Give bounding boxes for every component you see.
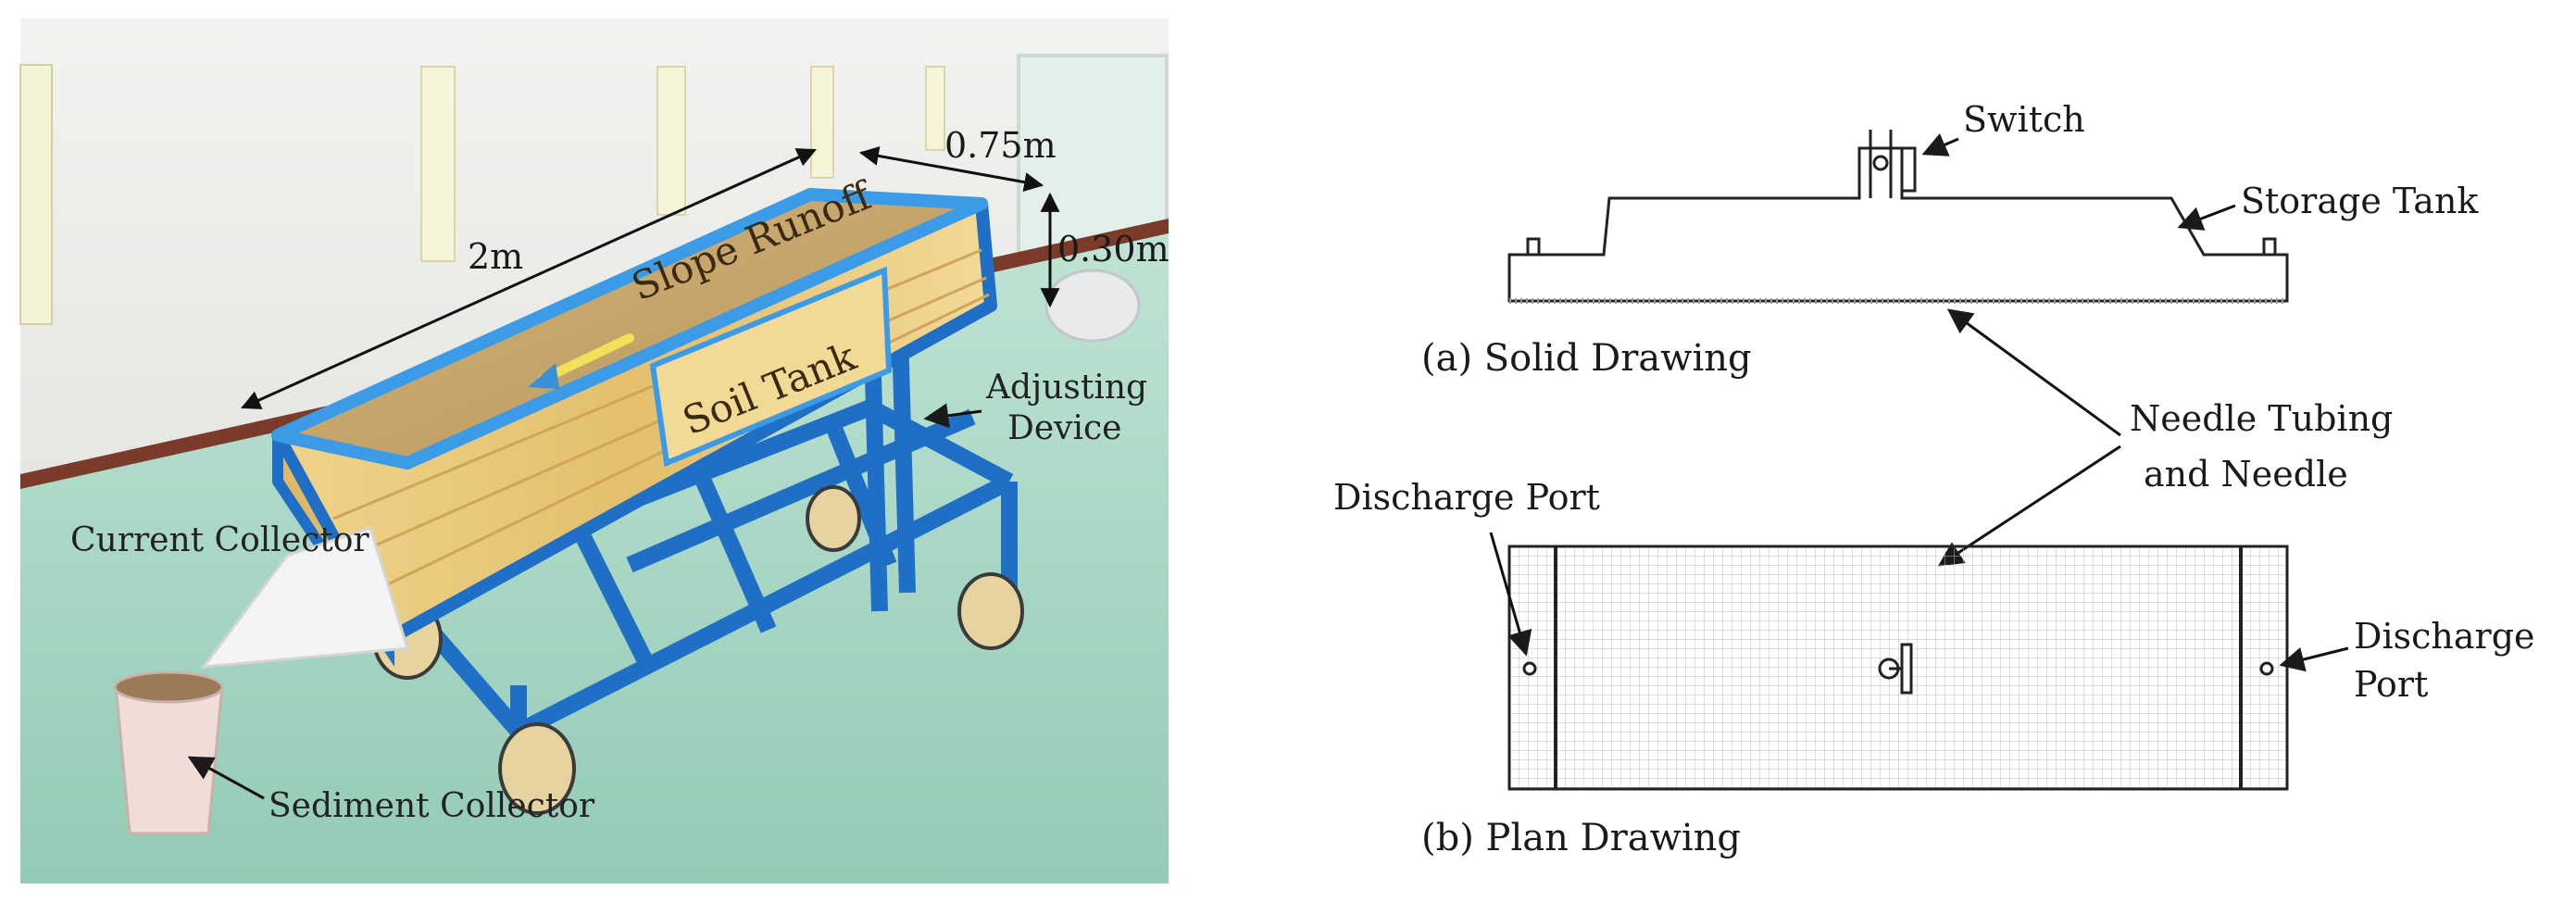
chair — [1044, 269, 1141, 343]
discharge-port-right-label-line1: Discharge — [2354, 616, 2535, 657]
dim-width-label: 0.75m — [944, 125, 1057, 166]
wall-poster — [925, 66, 945, 151]
adjusting-device-label-line1: Adjusting — [985, 369, 1147, 407]
plan-drawing — [1507, 545, 2289, 791]
adjusting-device-arrow — [923, 403, 982, 429]
wall-poster — [19, 64, 53, 325]
sediment-collector-arrow — [187, 756, 265, 800]
plan-drawing-caption: (b) Plan Drawing — [1421, 817, 1741, 859]
discharge-left-arrow — [1489, 532, 1532, 657]
sediment-collector-label: Sediment Collector — [269, 787, 595, 825]
discharge-right-arrow — [2279, 646, 2349, 672]
needle-tubing-label-line1: Needle Tubing — [2130, 398, 2393, 439]
switch-label: Switch — [1963, 99, 2085, 140]
wall-poster — [657, 66, 686, 216]
photo-panel: 2m 0.75m 0.30m Slope Runoff Soil Tank Ad… — [19, 19, 1169, 883]
discharge-port-right-icon — [2259, 661, 2274, 676]
switch-arrow — [1921, 132, 1959, 157]
discharge-port-right-label-line2: Port — [2354, 664, 2428, 705]
storage-tank-arrow — [2177, 204, 2236, 231]
needle-arrow-up — [1946, 308, 2121, 437]
storage-tank-label: Storage Tank — [2241, 181, 2479, 221]
solid-drawing-caption: (a) Solid Drawing — [1421, 337, 1752, 380]
dimension-lines — [241, 146, 1060, 409]
sediment-bucket — [113, 670, 224, 835]
dim-height-label: 0.30m — [1057, 229, 1169, 269]
solid-drawing — [1507, 130, 2289, 304]
dim-length-label: 2m — [468, 236, 523, 277]
current-collector-label: Current Collector — [70, 521, 369, 559]
needle-tubing-label-line2: and Needle — [2144, 454, 2348, 495]
steel-frame — [392, 268, 1018, 740]
current-collector-funnel — [200, 526, 409, 669]
wall-poster — [420, 66, 456, 262]
discharge-port-left-icon — [1522, 661, 1537, 676]
drawing-panel: Switch Storage Tank (a) Solid Drawing Ne… — [1333, 99, 2535, 859]
wall-poster — [810, 66, 834, 179]
adjusting-device-label-line2: Device — [1007, 409, 1122, 447]
discharge-port-left-label: Discharge Port — [1333, 477, 1600, 518]
